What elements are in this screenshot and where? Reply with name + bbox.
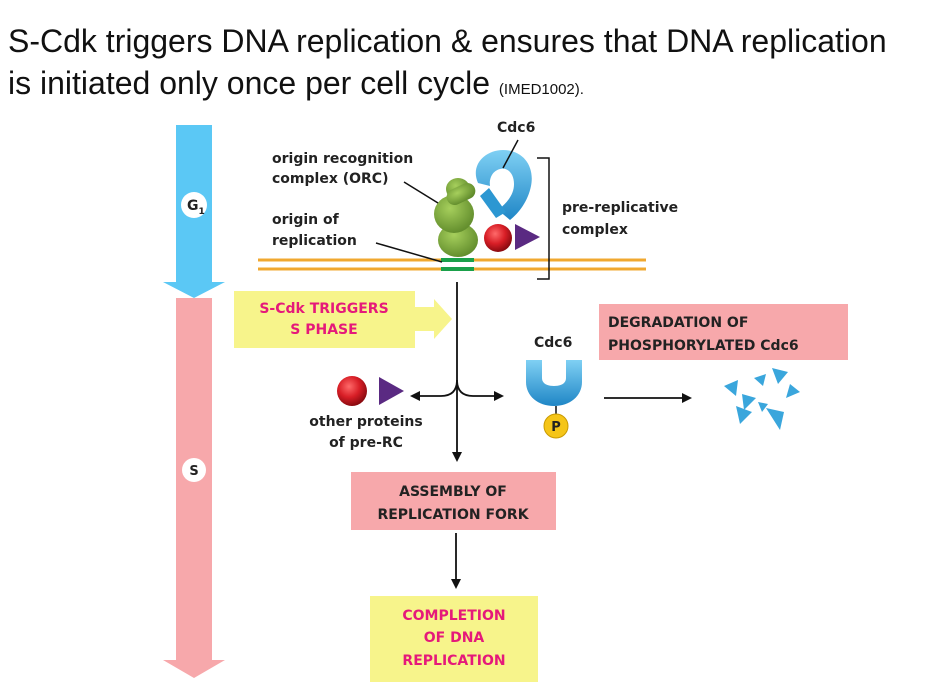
assembly-box [351,472,556,530]
trigger-line2: S PHASE [290,322,357,338]
prerc-purple-protein [515,224,540,250]
cdc6-fragments [724,368,800,430]
origin-label-line1: origin of [272,212,340,228]
cdc6-prerc-shape [475,150,532,220]
title-reference: (IMED1002). [498,81,584,98]
orc-complex [434,178,478,257]
completion-line1: COMPLETION [402,608,505,624]
origin-label-line2: replication [272,233,357,249]
other-proteins-line2: of pre-RC [329,435,403,451]
right-branch-curve [456,379,504,401]
g1-letter: G [187,198,199,214]
other-purple-protein [379,377,404,405]
degradation-line2: PHOSPHORYLATED Cdc6 [608,338,799,354]
trigger-arrow [415,299,452,339]
cdc6-mid-label: Cdc6 [534,335,572,351]
assembly-line2: REPLICATION FORK [377,507,529,523]
completion-line3: REPLICATION [402,653,505,669]
assembly-line1: ASSEMBLY OF [399,484,507,500]
phosphate-label: P [551,420,561,435]
prerc-red-protein [484,224,512,252]
cdc6-released-shape [526,360,582,406]
left-branch-curve [410,379,458,401]
degradation-box [599,304,848,360]
prerc-bracket [537,157,550,280]
other-proteins-line1: other proteins [309,414,422,430]
phosphate-group [543,413,569,439]
s-phase-arrow [163,298,225,678]
other-red-protein [337,376,367,406]
prerep-label-line1: pre-replicative [562,200,678,216]
title-main: S-Cdk triggers DNA replication & ensures… [8,23,887,101]
slide-title: S-Cdk triggers DNA replication & ensures… [8,20,908,111]
cdc6-top-label: Cdc6 [497,120,535,136]
s-letter: S [189,464,198,479]
orc-label-line1: origin recognition [272,151,413,167]
cdc6-pointer-line [502,139,519,169]
svg-text:G1: G1 [187,198,205,217]
completion-line2: OF DNA [424,630,485,646]
orc-label-line2: complex (ORC) [272,171,388,187]
orc-pointer-line [403,181,439,204]
degradation-line1: DEGRADATION OF [608,315,748,331]
g1-subscript: 1 [199,207,205,217]
s-phase-marker [182,458,206,482]
origin-pointer-line [375,242,443,263]
trigger-line1: S-Cdk TRIGGERS [259,301,388,317]
g1-phase-marker [181,192,207,218]
trigger-box [234,291,415,348]
prerep-label-line2: complex [562,222,628,238]
completion-box [370,596,538,682]
